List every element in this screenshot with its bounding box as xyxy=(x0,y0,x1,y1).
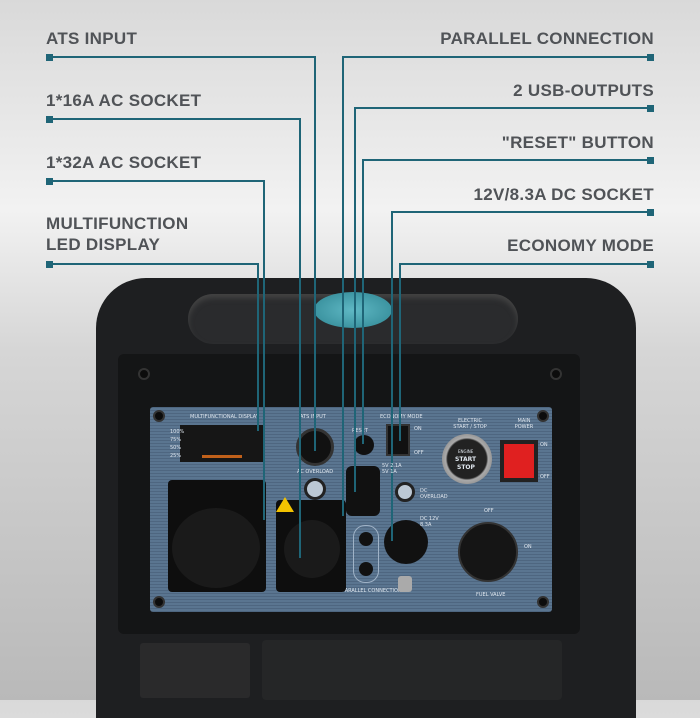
start-stop-button[interactable]: ENGINE START STOP xyxy=(442,434,492,484)
level-list: 100%75%50%25% xyxy=(170,429,185,459)
callout-line xyxy=(48,118,301,120)
callout-line xyxy=(46,178,53,185)
callout-line xyxy=(391,211,393,541)
dc-overload-text: DC OVERLOAD xyxy=(420,488,448,500)
callout-line xyxy=(263,180,265,520)
economy-switch[interactable] xyxy=(386,424,410,456)
callout-line xyxy=(647,261,654,268)
callout-line xyxy=(647,105,654,112)
label-led-display-1: MULTIFUNCTION xyxy=(46,214,189,233)
screw-icon xyxy=(550,368,562,380)
callout-line xyxy=(647,54,654,61)
callout-line xyxy=(399,263,650,265)
callout-line xyxy=(354,107,650,109)
fuel-valve-knob[interactable] xyxy=(458,522,518,582)
callout-line xyxy=(354,107,356,492)
parallel-text: PARALLEL CONNECTION xyxy=(342,588,402,594)
callout-line xyxy=(647,157,654,164)
screw-icon xyxy=(153,596,165,608)
callout-line xyxy=(391,211,650,213)
16a-ac-socket[interactable] xyxy=(276,500,346,592)
usb-outputs[interactable] xyxy=(346,466,380,516)
callout-line xyxy=(46,116,53,123)
label-usb: 2 USB-OUTPUTS xyxy=(513,81,654,100)
callout-line xyxy=(257,263,259,431)
usb-text: 5V 2.1A 5V 1A xyxy=(382,463,402,475)
callout-line xyxy=(46,54,53,61)
base-panel xyxy=(140,643,250,698)
fuel-text: FUEL VALVE xyxy=(476,592,506,598)
label-parallel: PARALLEL CONNECTION xyxy=(440,29,654,48)
screw-icon xyxy=(138,368,150,380)
label-32a-socket: 1*32A AC SOCKET xyxy=(46,153,202,172)
power-off-text: OFF xyxy=(540,474,550,480)
label-16a-socket: 1*16A AC SOCKET xyxy=(46,91,202,110)
callout-line xyxy=(48,263,259,265)
ats-text: ATS INPUT xyxy=(300,414,326,420)
handle-button xyxy=(314,292,392,328)
main-power-text: MAIN POWER xyxy=(514,418,534,430)
callout-line xyxy=(342,56,650,58)
32a-ac-socket[interactable] xyxy=(168,480,266,592)
callout-line xyxy=(647,209,654,216)
fuel-off-text: OFF xyxy=(484,508,494,514)
label-ats-input: ATS INPUT xyxy=(46,29,138,48)
dc-text: DC 12V 8.3A xyxy=(420,516,439,528)
ac-overload-text: AC OVERLOAD xyxy=(297,469,334,475)
fuel-on-text: ON xyxy=(524,544,532,550)
callout-line xyxy=(362,159,364,444)
screw-icon xyxy=(153,410,165,422)
economy-text: ECONOMY MODE xyxy=(380,414,423,420)
callout-line xyxy=(46,261,53,268)
callout-line xyxy=(399,263,401,441)
reset-text: RESET xyxy=(352,428,369,434)
display-title: MULTIFUNCTIONAL DISPLAY xyxy=(190,414,259,420)
callout-line xyxy=(48,56,316,58)
label-dc-socket: 12V/8.3A DC SOCKET xyxy=(473,185,654,204)
led-display xyxy=(180,425,265,462)
reset-button[interactable] xyxy=(354,435,374,455)
parallel-ports[interactable] xyxy=(353,525,379,583)
electric-text: ELECTRIC START / STOP xyxy=(453,418,487,430)
dc-overload-button[interactable] xyxy=(395,482,415,502)
screw-icon xyxy=(537,596,549,608)
hex-vent xyxy=(262,640,562,700)
callout-line xyxy=(299,118,301,558)
screw-icon xyxy=(537,410,549,422)
ac-overload-button[interactable] xyxy=(304,478,326,500)
eco-off-text: OFF xyxy=(414,450,424,456)
label-reset: "RESET" BUTTON xyxy=(501,133,654,152)
warning-icon xyxy=(276,497,294,512)
label-led-display-2: LED DISPLAY xyxy=(46,235,161,254)
callout-line xyxy=(48,180,265,182)
callout-line xyxy=(342,56,344,516)
ground-terminal xyxy=(398,576,412,592)
callout-line xyxy=(362,159,650,161)
callout-line xyxy=(314,56,316,451)
label-economy: ECONOMY MODE xyxy=(507,236,654,255)
main-power-switch[interactable] xyxy=(500,440,538,482)
power-on-text: ON xyxy=(540,442,548,448)
eco-on-text: ON xyxy=(414,426,422,432)
